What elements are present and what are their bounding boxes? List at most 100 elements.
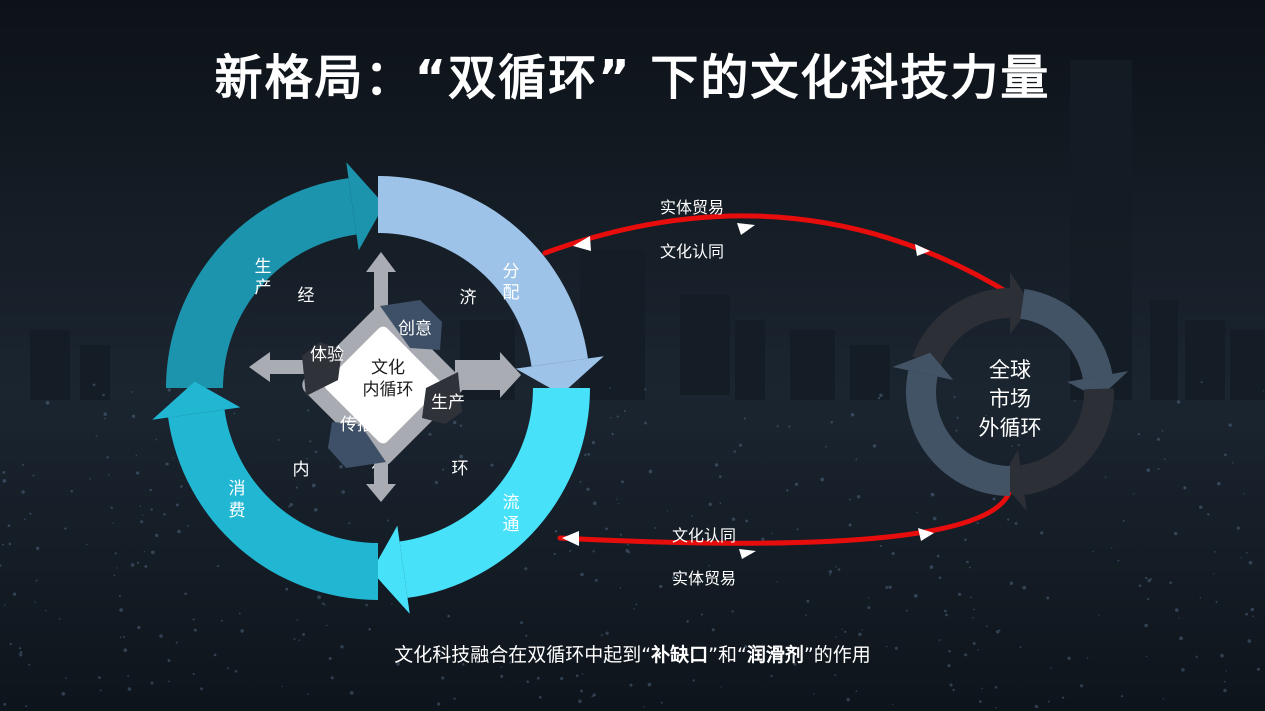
center-label-dissemination: 传播 xyxy=(340,415,374,435)
light-dot xyxy=(45,400,50,405)
light-dot xyxy=(192,618,195,621)
light-dot xyxy=(139,505,142,507)
light-dot xyxy=(1207,513,1210,516)
light-dot xyxy=(885,585,889,590)
center-label-creativity: 创意 xyxy=(398,319,432,339)
light-dot xyxy=(1146,468,1151,472)
light-dot xyxy=(3,702,7,706)
light-dot xyxy=(1104,476,1107,478)
stage-label-production-2: 产 xyxy=(255,278,272,298)
light-dot xyxy=(850,412,855,417)
light-dot xyxy=(187,524,190,527)
light-dot xyxy=(786,489,789,492)
light-dot xyxy=(227,667,230,670)
light-dot xyxy=(453,697,456,700)
light-dot xyxy=(295,486,298,489)
light-dot xyxy=(434,480,438,485)
light-dot xyxy=(872,444,877,448)
light-dot xyxy=(600,634,603,637)
bottom-arc-arrow-right xyxy=(918,528,934,541)
light-dot xyxy=(855,458,858,461)
light-dot xyxy=(168,680,171,683)
stage-label-distribution-1: 分 xyxy=(503,262,520,282)
light-dot xyxy=(490,463,494,467)
light-dot xyxy=(849,498,851,501)
light-dot xyxy=(584,453,587,457)
light-dot xyxy=(891,551,895,556)
light-dot xyxy=(1074,399,1076,402)
center-title-1: 文化 xyxy=(371,358,405,378)
outer-segment-4-body xyxy=(906,370,1010,496)
center-title-2: 内循环 xyxy=(363,380,414,400)
caption-suffix: ”的作用 xyxy=(803,644,871,666)
light-dot xyxy=(1262,390,1264,392)
light-dot xyxy=(1176,400,1181,404)
light-dot xyxy=(731,610,734,613)
caption: 文化科技融合在双循环中起到“补缺口”和“润滑剂”的作用 xyxy=(0,640,1265,667)
light-dot xyxy=(1200,381,1203,384)
light-dot xyxy=(1019,646,1022,648)
light-dot xyxy=(1213,573,1215,575)
light-dot xyxy=(708,502,712,507)
light-dot xyxy=(648,469,653,474)
light-dot xyxy=(1138,584,1142,588)
segment-circulation-body xyxy=(399,388,590,598)
light-dot xyxy=(771,532,773,535)
light-dot xyxy=(293,638,296,641)
light-dot xyxy=(524,567,528,571)
light-dot xyxy=(621,480,624,484)
light-dot xyxy=(828,570,833,574)
tile-creativity xyxy=(380,300,442,350)
light-dot xyxy=(580,689,583,693)
segment-distribution-arrowhead xyxy=(515,356,604,395)
light-dot xyxy=(985,625,988,627)
light-dot xyxy=(314,508,318,512)
light-dot xyxy=(314,450,318,454)
light-dot xyxy=(616,498,618,500)
ring-word-ji: 济 xyxy=(460,288,477,308)
light-dot xyxy=(1061,696,1065,699)
light-dot xyxy=(103,417,106,420)
light-dot xyxy=(970,596,972,599)
tile-experience xyxy=(302,342,342,396)
light-dot xyxy=(437,702,441,706)
light-dot xyxy=(1223,688,1227,693)
light-dot xyxy=(554,530,558,533)
light-dot xyxy=(856,495,861,499)
light-dot xyxy=(666,510,669,512)
light-dot xyxy=(578,699,582,704)
light-dot xyxy=(867,597,870,599)
segment-distribution-body xyxy=(378,176,588,367)
light-dot xyxy=(322,602,325,605)
light-dot xyxy=(731,517,736,521)
light-dot xyxy=(592,550,595,553)
light-dot xyxy=(936,554,940,558)
light-dot xyxy=(1133,493,1135,495)
stage-label-production-1: 生 xyxy=(255,257,272,277)
light-dot xyxy=(969,566,971,569)
caption-middle: ”和“ xyxy=(708,644,747,666)
light-dot xyxy=(1248,560,1253,565)
light-dot xyxy=(592,693,596,697)
light-dot xyxy=(858,632,862,637)
light-dot xyxy=(830,420,833,424)
light-dot xyxy=(1144,623,1148,628)
page-title: 新格局：“双循环” 下的文化科技力量 xyxy=(214,50,1051,106)
light-dot xyxy=(238,612,241,615)
light-dot xyxy=(560,677,564,681)
light-dot xyxy=(1220,653,1224,658)
light-dot xyxy=(119,608,124,612)
light-dot xyxy=(743,417,746,420)
light-dot xyxy=(483,653,486,656)
light-dot xyxy=(671,576,676,580)
light-dot xyxy=(58,618,61,620)
light-dot xyxy=(2,543,4,546)
light-dot xyxy=(220,619,223,622)
light-dot xyxy=(323,604,326,606)
light-dot xyxy=(1195,655,1198,658)
light-dot xyxy=(949,683,953,687)
light-dot xyxy=(112,522,114,525)
light-dot xyxy=(973,608,975,611)
light-dot xyxy=(92,383,96,387)
light-dot xyxy=(834,674,837,676)
